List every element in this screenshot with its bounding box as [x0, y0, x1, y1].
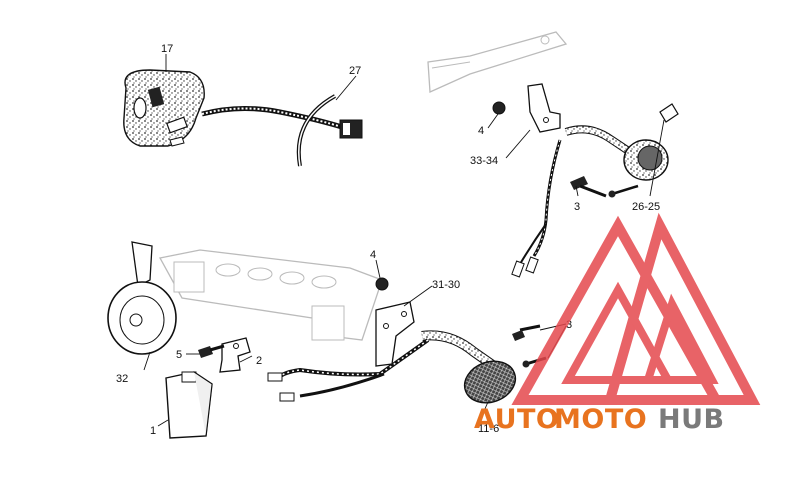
label-17: 17 — [161, 43, 173, 55]
label-2: 2 — [256, 355, 262, 367]
handlebar-switch — [123, 69, 205, 147]
part-labels: 17 27 4 33-34 3 26-25 4 31-30 3 32 5 2 1… — [116, 43, 660, 437]
watermark-logo — [511, 212, 761, 405]
label-4-mid: 4 — [370, 249, 376, 261]
front-indicator-bracket — [375, 277, 415, 367]
watermark-text: AUTO MOTO HUB — [474, 404, 725, 435]
rear-indicator-bracket — [527, 83, 561, 133]
label-27: 27 — [349, 65, 361, 77]
watermark-part1: AUTO — [474, 404, 559, 435]
front-indicator-wiring — [267, 338, 430, 402]
label-3-top: 3 — [574, 201, 580, 213]
switch-wiring — [201, 94, 363, 167]
front-indicator — [421, 324, 547, 404]
label-26-25: 26-25 — [632, 201, 660, 213]
rear-frame-outline — [427, 31, 568, 93]
bracket-2 — [219, 337, 251, 373]
label-31-30: 31-30 — [432, 279, 460, 291]
label-32: 32 — [116, 373, 128, 385]
label-4-top: 4 — [478, 125, 484, 137]
horn — [107, 241, 177, 355]
label-1: 1 — [150, 425, 156, 437]
lower-frame-outline — [159, 249, 383, 341]
bolt-top — [492, 101, 639, 198]
label-5: 5 — [176, 349, 182, 361]
label-11-6: 11-6 — [478, 423, 499, 435]
watermark-part3: HUB — [658, 404, 725, 435]
bolt-5 — [198, 344, 225, 358]
relay — [165, 371, 213, 439]
watermark-part2: MOTO — [554, 404, 647, 435]
label-33-34: 33-34 — [470, 155, 498, 167]
label-3-mid: 3 — [566, 319, 572, 331]
